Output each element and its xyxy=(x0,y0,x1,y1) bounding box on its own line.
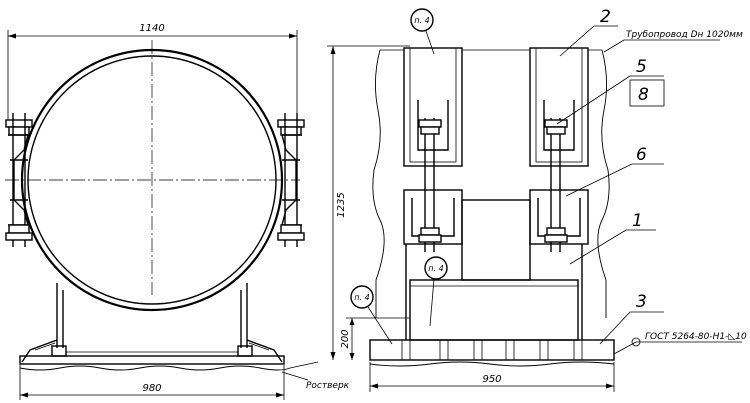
gusset xyxy=(246,339,283,363)
pipe-break-left xyxy=(372,49,385,318)
base-plate xyxy=(19,355,285,365)
dim-1140: 1140 xyxy=(139,23,164,34)
saddle-body xyxy=(461,199,531,281)
right-view: 1235 200 xyxy=(327,7,747,392)
nut xyxy=(277,232,305,241)
gusset-line xyxy=(248,342,270,351)
u-slot xyxy=(543,100,575,151)
leader-6 xyxy=(565,163,633,197)
weld-bubble-top xyxy=(410,8,434,32)
leader xyxy=(425,30,435,55)
dim-950: 950 xyxy=(482,374,501,385)
arrow xyxy=(330,352,336,360)
callout-8-box xyxy=(629,79,665,107)
foundation-label: Ростверк xyxy=(306,381,350,391)
leader-pipe xyxy=(603,39,625,53)
left-clamp xyxy=(5,113,33,247)
callout-1: 1 xyxy=(632,211,643,231)
right-clamp xyxy=(277,113,305,247)
arrow xyxy=(8,33,16,39)
dim-1235: 1235 xyxy=(336,192,347,217)
arrow xyxy=(289,33,297,39)
pipe-inner xyxy=(27,55,277,305)
callout-8: 8 xyxy=(638,85,649,105)
callout-6: 6 xyxy=(636,145,647,165)
support-body xyxy=(409,279,579,341)
gusset xyxy=(21,339,58,363)
nut xyxy=(280,224,302,234)
upper-clamp-left-inner xyxy=(409,47,457,163)
leader-1 xyxy=(569,229,627,265)
leader-foundation xyxy=(289,361,319,369)
ground-wavy xyxy=(19,365,291,371)
nut xyxy=(5,232,33,241)
arrow xyxy=(330,46,336,54)
upper-clamp-left xyxy=(403,47,463,167)
weld-bubble-left xyxy=(350,285,374,309)
pipe-break-right xyxy=(597,49,610,318)
ground-wavy-right xyxy=(369,361,615,367)
bolt-right xyxy=(544,118,568,252)
nut xyxy=(280,126,302,136)
upper-clamp-right-inner xyxy=(535,47,583,163)
u-slot xyxy=(417,100,449,151)
nut xyxy=(8,224,30,234)
leader-5 xyxy=(556,75,631,125)
pipe-outer xyxy=(20,48,284,312)
weld-bubble-top-text: п. 4 xyxy=(414,16,429,25)
bolt-left xyxy=(418,118,442,252)
arrow xyxy=(370,383,378,389)
arrow xyxy=(349,318,355,325)
gusset-line xyxy=(34,342,56,351)
leader-2 xyxy=(559,25,595,57)
nut xyxy=(8,126,30,136)
leader xyxy=(367,306,393,345)
weld-bubble-middle xyxy=(424,256,448,280)
weld-block xyxy=(51,345,67,357)
weld-bubble-middle-text: п. 4 xyxy=(428,264,443,273)
arrow xyxy=(349,353,355,360)
base-ribs xyxy=(401,340,583,360)
dim-200: 200 xyxy=(340,329,351,348)
arrow xyxy=(20,392,28,398)
pipeline-label: Трубопровод Dн 1020мм xyxy=(626,30,743,40)
nut xyxy=(5,119,33,128)
base-plate-right xyxy=(369,339,615,361)
arrow xyxy=(276,392,284,398)
leader-3 xyxy=(599,311,631,345)
callout-3: 3 xyxy=(636,292,647,312)
clamp-body xyxy=(8,134,29,226)
left-view: 1140 Ростверк 980 xyxy=(5,23,350,400)
leader xyxy=(429,278,435,327)
dim-980: 980 xyxy=(142,383,161,394)
callout-5: 5 xyxy=(636,57,647,77)
weld-bubble-left-text: п. 4 xyxy=(354,293,369,302)
clamp-body xyxy=(281,134,302,226)
upper-clamp-right xyxy=(529,47,589,167)
arrow xyxy=(606,383,614,389)
nut xyxy=(277,119,305,128)
leader-foundation xyxy=(281,371,309,381)
weld-standard-label: ГОСТ 5264-80-Н1-◺10 xyxy=(645,332,747,342)
weld-block xyxy=(237,345,253,357)
callout-2: 2 xyxy=(600,7,611,27)
